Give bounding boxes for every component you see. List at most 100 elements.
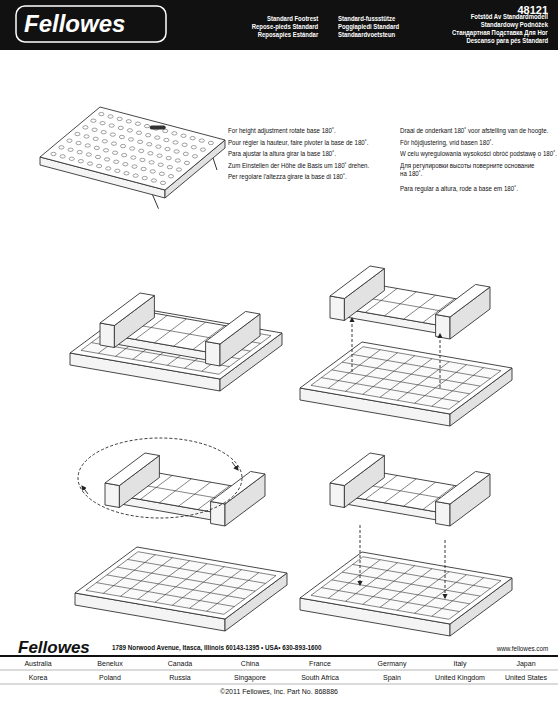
country-name: Germany [378, 660, 407, 668]
copyright: ©2011 Fellowes, Inc. Part No. 868886 [220, 688, 338, 696]
frame-end-cap [211, 471, 265, 504]
massage-node [174, 150, 179, 153]
massage-node [67, 139, 72, 142]
base-grid [207, 573, 259, 612]
frame-end-cap [436, 501, 450, 526]
motion-arrow [360, 525, 361, 585]
address: 1789 Norwood Avenue, Itasca, Illinois 60… [112, 644, 322, 652]
massage-node [168, 175, 173, 178]
product-name: Standard-fussstütze [338, 15, 395, 23]
massage-node [130, 147, 135, 150]
country-name: Korea [29, 674, 48, 682]
massage-node [176, 168, 181, 171]
country-name: Poland [99, 674, 121, 682]
base-grid [397, 362, 449, 401]
massage-node [60, 155, 65, 158]
base-grid [155, 564, 207, 603]
massage-node [200, 148, 205, 151]
massage-node [140, 158, 145, 161]
base-rim [311, 347, 501, 410]
massage-node [123, 162, 128, 165]
instruction-text: Zum Einstellen der Höhe die Basis um 180… [228, 162, 369, 171]
massage-node [173, 141, 178, 144]
base-rim [311, 557, 501, 620]
massage-node [75, 132, 80, 135]
massage-node [183, 152, 188, 155]
massage-node [91, 119, 96, 122]
base-grid [363, 566, 415, 605]
massage-node [132, 165, 137, 168]
massage-node [155, 136, 160, 139]
country-name: Spain [383, 674, 401, 682]
instruction-text: Draai de onderkant 180˚ voor afstelling … [400, 127, 548, 136]
massage-node [131, 156, 136, 159]
instruction-text: För höjdjustering, vrid basen 180˚. [400, 139, 493, 148]
footrest-top [40, 107, 225, 190]
base-grid [342, 362, 480, 386]
product-name: Fotstöd Av Standardmodell [471, 13, 548, 21]
base-grid [189, 570, 241, 609]
massage-node [151, 179, 156, 182]
base-tray [300, 342, 512, 414]
base-grid [103, 555, 155, 594]
motion-arrow [352, 318, 353, 372]
massage-node [114, 160, 119, 163]
instruction-text: W celu wyregulowania wysokości obróć pod… [400, 150, 557, 159]
base-grid [321, 378, 459, 402]
massage-node [139, 149, 144, 152]
massage-node [95, 155, 100, 158]
massage-node [142, 176, 147, 179]
massage-node [103, 149, 108, 152]
frame-end-cap [206, 341, 220, 366]
base-grid [432, 368, 484, 407]
country-name: United Kingdom [435, 674, 485, 682]
massage-node [181, 134, 186, 137]
base-grid [328, 350, 380, 389]
massage-node [68, 148, 73, 151]
massage-node [144, 124, 149, 127]
massage-node [122, 153, 127, 156]
base-grid [414, 365, 466, 404]
product-name: Repose-pieds Standard [252, 23, 318, 31]
massage-node [51, 152, 56, 155]
country-name: United States [505, 674, 547, 682]
motion-arrow [440, 334, 441, 388]
massage-node [106, 167, 111, 170]
massage-node [167, 165, 172, 168]
massage-node [117, 117, 122, 120]
motion-arrow [82, 486, 88, 494]
base-grid [96, 583, 234, 607]
frame-end-cap [211, 501, 225, 526]
massage-node [118, 126, 123, 129]
handle-slot [150, 126, 166, 130]
base-rim [86, 552, 276, 615]
massage-node [110, 133, 115, 136]
massage-node [97, 164, 102, 167]
massage-node [192, 155, 197, 158]
base-grid [380, 569, 432, 608]
country-name: Singapore [234, 674, 266, 682]
frame-end-cap [206, 311, 260, 344]
massage-node [93, 137, 98, 140]
base-grid [321, 588, 459, 612]
base-grid [138, 561, 190, 600]
massage-node [157, 154, 162, 157]
frame-end-cap [100, 323, 114, 348]
massage-node [100, 121, 105, 124]
product-name: Standaardvoetsteun [338, 31, 395, 39]
massage-node [105, 158, 110, 161]
massage-node [92, 128, 97, 131]
massage-node [115, 169, 120, 172]
brand-logo: Fellowes [24, 10, 125, 38]
massage-node [83, 126, 88, 129]
massage-node [159, 172, 164, 175]
massage-node [127, 129, 132, 132]
country-name: Russia [169, 674, 190, 682]
massage-node [84, 135, 89, 138]
base-grid [328, 560, 380, 599]
frame-end-cap [436, 284, 490, 317]
frame-end-cap [436, 314, 450, 339]
base-grid [397, 572, 449, 611]
massage-node [166, 156, 171, 159]
country-name: Benelux [97, 660, 122, 668]
